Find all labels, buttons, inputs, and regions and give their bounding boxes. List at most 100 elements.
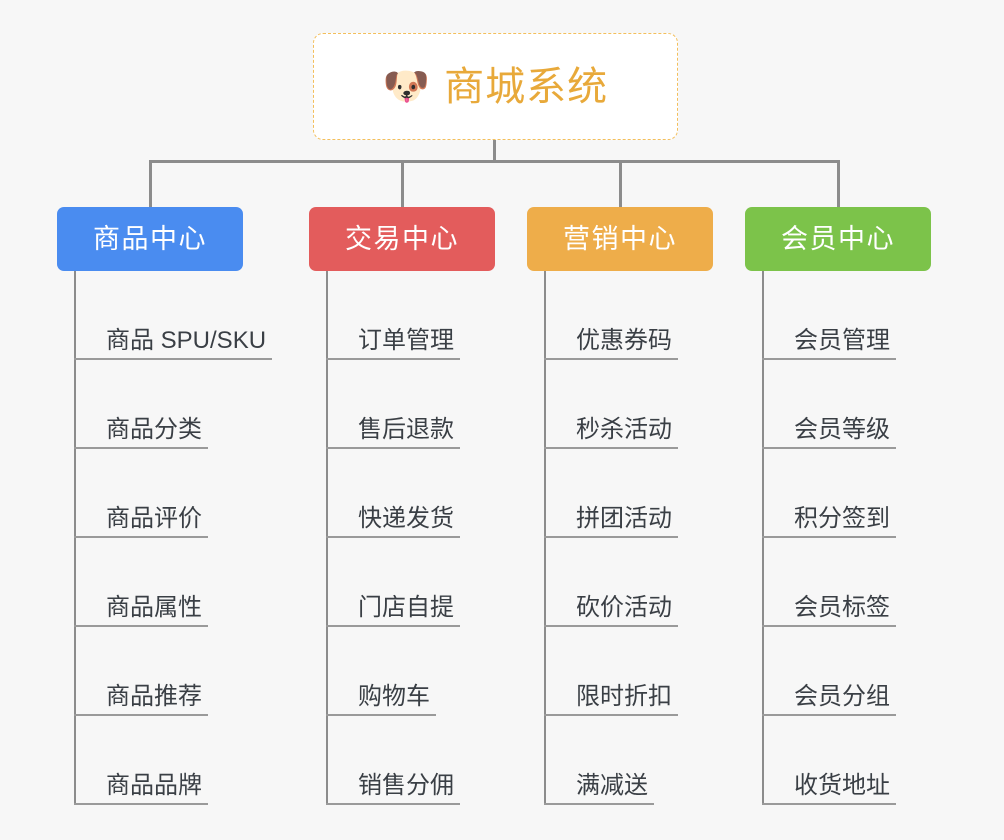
leaf-underline <box>762 625 896 627</box>
column-spine <box>326 271 328 805</box>
leaf-item[interactable]: 限时折扣 <box>544 627 713 716</box>
leaf-item-label: 销售分佣 <box>358 772 454 799</box>
shiba-dog-face-icon: 🐶 <box>382 65 431 108</box>
leaf-underline <box>762 714 896 716</box>
leaf-item[interactable]: 会员管理 <box>762 271 931 360</box>
leaf-item[interactable]: 订单管理 <box>326 271 495 360</box>
leaf-underline <box>762 803 896 805</box>
leaf-item-label: 会员标签 <box>794 594 890 621</box>
leaf-item-label: 收货地址 <box>794 772 890 799</box>
category-items-trade-center: 订单管理售后退款快递发货门店自提购物车销售分佣 <box>326 271 495 805</box>
category-header-label: 交易中心 <box>345 223 459 254</box>
column-spine <box>544 271 546 805</box>
leaf-item[interactable]: 满减送 <box>544 716 713 805</box>
root-node[interactable]: 🐶 商城系统 <box>313 33 678 140</box>
category-items-product-center: 商品 SPU/SKU 商品分类商品评价商品属性商品推荐商品品牌 <box>74 271 272 805</box>
leaf-item-label: 商品 SPU/SKU <box>106 327 267 354</box>
category-items-marketing-center: 优惠券码秒杀活动拼团活动砍价活动限时折扣满减送 <box>544 271 713 805</box>
leaf-item-label: 满减送 <box>576 772 648 799</box>
connector-root-stem <box>493 140 496 162</box>
category-header-marketing-center[interactable]: 营销中心 <box>527 207 713 271</box>
leaf-underline <box>544 714 678 716</box>
leaf-item-label: 拼团活动 <box>576 505 672 532</box>
leaf-item[interactable]: 商品属性 <box>74 538 243 627</box>
leaf-item[interactable]: 砍价活动 <box>544 538 713 627</box>
leaf-item[interactable]: 销售分佣 <box>326 716 495 805</box>
leaf-underline <box>74 536 208 538</box>
leaf-item-label: 快递发货 <box>358 505 454 532</box>
leaf-underline <box>326 358 460 360</box>
leaf-item[interactable]: 商品品牌 <box>74 716 243 805</box>
category-header-label: 营销中心 <box>563 223 677 254</box>
leaf-item[interactable]: 商品推荐 <box>74 627 243 716</box>
leaf-item[interactable]: 门店自提 <box>326 538 495 627</box>
leaf-underline <box>74 803 208 805</box>
leaf-item-label: 砍价活动 <box>576 594 672 621</box>
category-header-label: 商品中心 <box>93 223 207 254</box>
column-spine <box>74 271 76 805</box>
leaf-item-label: 商品属性 <box>106 594 202 621</box>
leaf-item-label: 限时折扣 <box>576 683 672 710</box>
leaf-underline <box>544 447 678 449</box>
connector-drop-2 <box>401 160 404 207</box>
leaf-underline <box>762 358 896 360</box>
leaf-item[interactable]: 会员分组 <box>762 627 931 716</box>
root-title: 商城系统 <box>444 64 609 109</box>
leaf-item-label: 秒杀活动 <box>576 416 672 443</box>
leaf-item[interactable]: 商品评价 <box>74 449 243 538</box>
leaf-item[interactable]: 收货地址 <box>762 716 931 805</box>
category-items-member-center: 会员管理会员等级积分签到会员标签会员分组收货地址 <box>762 271 931 805</box>
leaf-underline <box>74 447 208 449</box>
leaf-item[interactable]: 会员标签 <box>762 538 931 627</box>
leaf-item[interactable]: 购物车 <box>326 627 495 716</box>
leaf-item-label: 商品评价 <box>106 505 202 532</box>
leaf-underline <box>762 447 896 449</box>
leaf-item-label: 优惠券码 <box>576 327 672 354</box>
leaf-item[interactable]: 拼团活动 <box>544 449 713 538</box>
leaf-item-label: 商品推荐 <box>106 683 202 710</box>
leaf-underline <box>544 803 654 805</box>
category-column-product-center: 商品中心商品 SPU/SKU 商品分类商品评价商品属性商品推荐商品品牌 <box>57 207 272 805</box>
leaf-underline <box>326 536 460 538</box>
leaf-item-label: 订单管理 <box>358 327 454 354</box>
leaf-item[interactable]: 快递发货 <box>326 449 495 538</box>
leaf-item[interactable]: 商品 SPU/SKU <box>74 271 272 360</box>
category-header-trade-center[interactable]: 交易中心 <box>309 207 495 271</box>
category-column-trade-center: 交易中心订单管理售后退款快递发货门店自提购物车销售分佣 <box>309 207 495 805</box>
leaf-item[interactable]: 积分签到 <box>762 449 931 538</box>
leaf-item-label: 商品分类 <box>106 416 202 443</box>
leaf-underline <box>544 358 678 360</box>
connector-drop-3 <box>619 160 622 207</box>
leaf-underline <box>74 625 208 627</box>
leaf-item-label: 会员分组 <box>794 683 890 710</box>
connector-drop-1 <box>149 160 152 207</box>
leaf-item[interactable]: 优惠券码 <box>544 271 713 360</box>
connector-drop-4 <box>837 160 840 207</box>
leaf-underline <box>326 803 460 805</box>
leaf-underline <box>544 625 678 627</box>
leaf-item[interactable]: 商品分类 <box>74 360 243 449</box>
leaf-underline <box>326 714 436 716</box>
leaf-underline <box>74 714 208 716</box>
category-header-label: 会员中心 <box>781 223 895 254</box>
leaf-item[interactable]: 售后退款 <box>326 360 495 449</box>
leaf-underline <box>544 536 678 538</box>
leaf-item[interactable]: 秒杀活动 <box>544 360 713 449</box>
category-column-member-center: 会员中心会员管理会员等级积分签到会员标签会员分组收货地址 <box>745 207 931 805</box>
leaf-item-label: 售后退款 <box>358 416 454 443</box>
column-spine <box>762 271 764 805</box>
leaf-item-label: 门店自提 <box>358 594 454 621</box>
category-column-marketing-center: 营销中心优惠券码秒杀活动拼团活动砍价活动限时折扣满减送 <box>527 207 713 805</box>
leaf-item-label: 会员等级 <box>794 416 890 443</box>
leaf-underline <box>74 358 272 360</box>
leaf-item-label: 会员管理 <box>794 327 890 354</box>
leaf-underline <box>762 536 896 538</box>
leaf-underline <box>326 625 460 627</box>
leaf-underline <box>326 447 460 449</box>
leaf-item-label: 商品品牌 <box>106 772 202 799</box>
leaf-item[interactable]: 会员等级 <box>762 360 931 449</box>
category-header-product-center[interactable]: 商品中心 <box>57 207 243 271</box>
connector-horizontal-bus <box>149 160 840 163</box>
category-header-member-center[interactable]: 会员中心 <box>745 207 931 271</box>
